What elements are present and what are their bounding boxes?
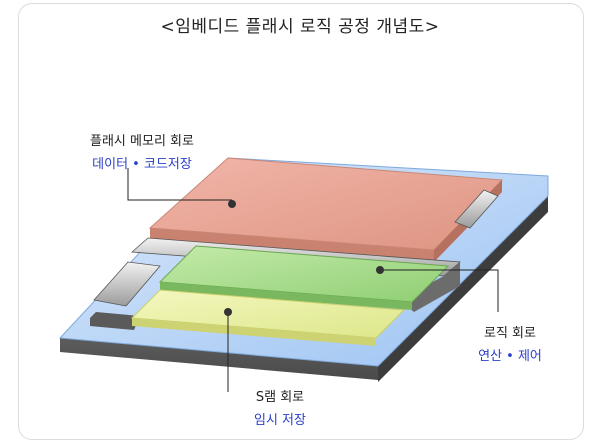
chip-base-right xyxy=(378,196,548,382)
sram-marker xyxy=(224,308,232,316)
logic-label-desc: 연산 • 제어 xyxy=(478,349,542,364)
logic-marker xyxy=(376,266,384,274)
logic-label-name: 로직 회로 xyxy=(484,326,536,341)
sram-label-name: S램 회로 xyxy=(255,390,305,405)
sram-block-side xyxy=(132,318,376,346)
flash-label-name: 플래시 메모리 회로 xyxy=(90,134,194,149)
flash-block-side xyxy=(150,228,434,262)
diagram-title: <임베디드 플래시 로직 공정 개념도> xyxy=(160,17,440,37)
sram-label-desc: 임시 저장 xyxy=(254,413,306,428)
sram-label: S램 회로 임시 저장 xyxy=(240,386,320,428)
flash-marker xyxy=(228,200,236,208)
rail-top-right xyxy=(454,189,499,229)
rail-left-block xyxy=(93,261,161,307)
logic-block-side xyxy=(160,282,412,310)
flash-label-desc: 데이터 • 코드저장 xyxy=(92,157,192,172)
flash-label: 플래시 메모리 회로 데이터 • 코드저장 xyxy=(82,130,202,172)
rail-bottom xyxy=(90,312,140,330)
logic-leader-line xyxy=(380,269,499,312)
logic-label: 로직 회로 연산 • 제어 xyxy=(470,322,550,364)
flash-leader-line xyxy=(127,168,232,201)
